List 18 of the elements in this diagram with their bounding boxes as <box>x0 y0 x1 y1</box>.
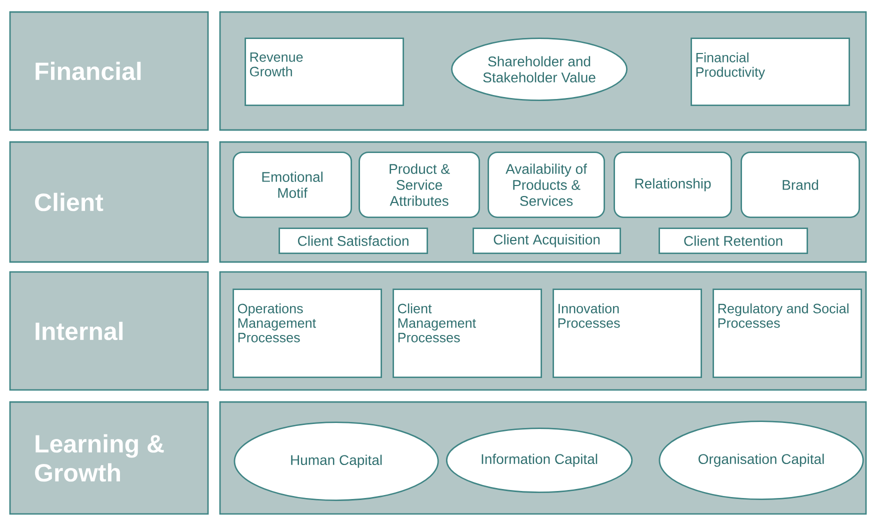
perspective-box: Learning & Growth <box>9 401 209 515</box>
outcome-box: Client Acquisition <box>472 228 621 254</box>
objective-box: Revenue Growth <box>244 38 404 106</box>
objective-box: Financial Productivity <box>690 38 850 106</box>
outcome-box: Client Satisfaction <box>278 228 428 254</box>
driver-box: Relationship <box>614 152 732 218</box>
outcome-box: Client Retention <box>658 228 808 254</box>
objective-box: Operations Management Processes <box>232 288 382 378</box>
perspective-box: Client <box>9 141 209 263</box>
driver-box: Product & Service Attributes <box>358 152 480 218</box>
objective-box: Innovation Processes <box>552 288 702 378</box>
driver-box: Emotional Motif <box>232 152 352 218</box>
driver-box: Brand <box>740 152 860 218</box>
perspective-box: Financial <box>9 11 209 131</box>
objective-box: Regulatory and Social Processes <box>712 288 862 378</box>
objective-box: Client Management Processes <box>392 288 542 378</box>
perspective-box: Internal <box>9 271 209 391</box>
driver-box: Availability of Products & Services <box>488 152 605 218</box>
